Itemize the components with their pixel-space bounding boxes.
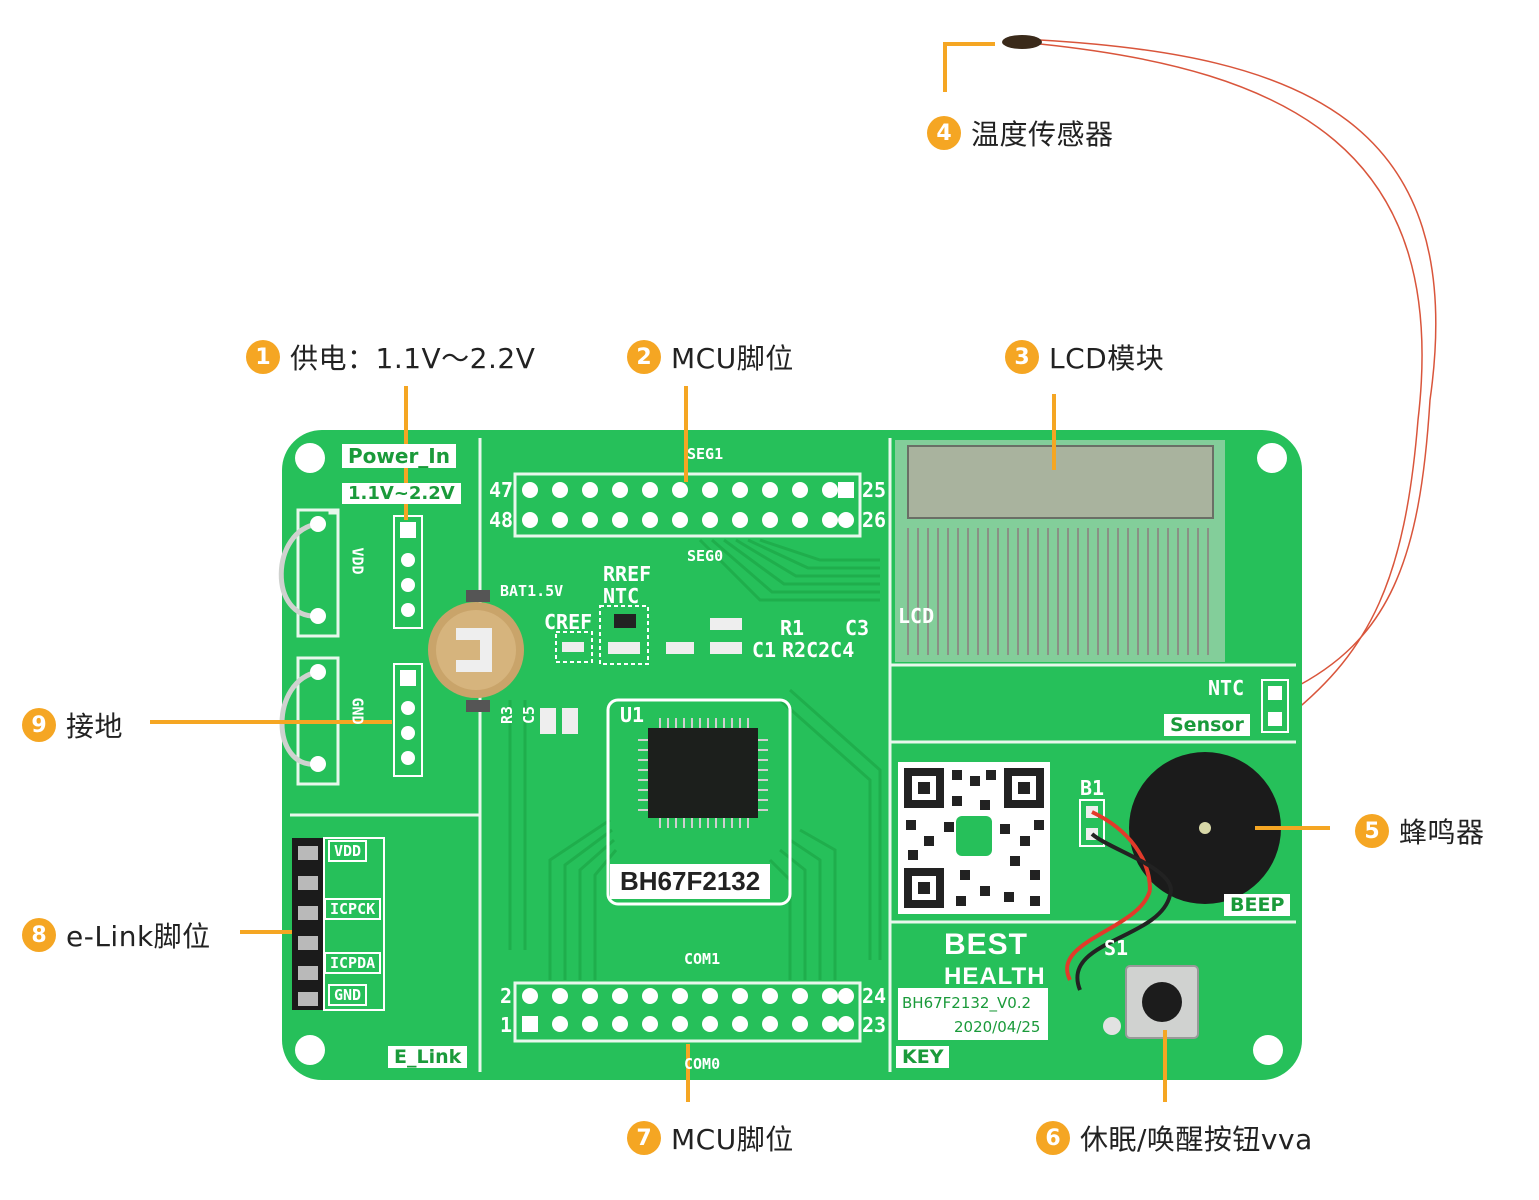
lcd-label: LCD [898, 604, 935, 628]
power-header [278, 515, 423, 777]
c3-label: C3 [845, 616, 870, 640]
callout-text: 蜂鸣器 [1399, 816, 1485, 849]
r3-label: R3 [498, 705, 517, 725]
sensor-wire [1039, 43, 1423, 716]
ntc-r-label: NTC [603, 584, 640, 608]
rref-label: RREF [603, 562, 652, 586]
mcu-header-top [522, 482, 854, 528]
pin-24-label: 24 [862, 984, 887, 1008]
sensor-wire [1039, 39, 1437, 691]
pin-1-label: 1 [500, 1013, 513, 1037]
tactile-switch [1103, 965, 1199, 1039]
c5-label: C5 [520, 705, 539, 725]
power-in-label: Power_In [342, 444, 456, 468]
callout-text: MCU脚位 [671, 1123, 794, 1156]
callout-number: 9 [22, 708, 56, 742]
callout-number: 2 [627, 340, 661, 374]
buzzer [1065, 752, 1281, 991]
ntc-pads [1261, 679, 1289, 733]
mounting-hole [1253, 1035, 1283, 1065]
seg1-label: SEG1 [687, 445, 724, 463]
callout-number: 3 [1005, 340, 1039, 374]
e-link-vdd-label: VDD [328, 840, 368, 862]
brand-health: HEALTH [944, 963, 1046, 990]
callout-temp-sensor: 4 温度传感器 [927, 113, 1114, 153]
pin-26-label: 26 [862, 508, 887, 532]
voltage-label: 1.1V~2.2V [342, 483, 461, 504]
sensor-label: Sensor [1164, 714, 1250, 736]
key-label: KEY [896, 1046, 950, 1068]
pin-25-label: 25 [862, 478, 887, 502]
pin-48-label: 48 [489, 508, 514, 532]
vdd-label: VDD [348, 547, 367, 575]
qr-code [898, 762, 1050, 914]
version-plate [898, 988, 1048, 1040]
callout-ground: 9 接地 [22, 705, 123, 745]
callout-text: 温度传感器 [971, 118, 1114, 151]
gnd-label: GND [348, 697, 367, 725]
lcd-module [895, 440, 1225, 662]
board-date: 2020/04/25 [954, 1018, 1041, 1036]
mounting-hole [1257, 443, 1287, 473]
mounting-hole [295, 1035, 325, 1065]
battery-holder [428, 590, 524, 712]
callout-number: 5 [1355, 814, 1389, 848]
temperature-probe [1002, 35, 1042, 49]
callout-text: MCU脚位 [671, 342, 794, 375]
mcu-chip [638, 718, 768, 828]
com0-label: COM0 [684, 1055, 721, 1073]
mounting-hole [295, 443, 325, 473]
r1-label: R1 [780, 616, 805, 640]
callout-number: 7 [627, 1121, 661, 1155]
e-link-icpda-label: ICPDA [324, 952, 382, 974]
cref-label: CREF [544, 610, 593, 634]
e-link-header [292, 837, 385, 1011]
smd-components [540, 605, 742, 734]
callout-number: 6 [1036, 1121, 1070, 1155]
mcu-header-bottom [522, 988, 854, 1032]
e-link-gnd-label: GND [328, 984, 368, 1006]
e-link-icpck-label: ICPCK [324, 898, 382, 920]
pin-47-label: 47 [489, 478, 514, 502]
seg0-label: SEG0 [687, 547, 724, 565]
callout-buzzer: 5 蜂鸣器 [1355, 811, 1485, 851]
callout-text: e-Link脚位 [66, 920, 211, 953]
ntc-label: NTC [1208, 676, 1245, 700]
callout-text: 休眠/唤醒按钮vva [1080, 1123, 1313, 1156]
callout-number: 8 [22, 918, 56, 952]
callout-e-link: 8 e-Link脚位 [22, 915, 211, 955]
board-version: BH67F2132_V0.2 [902, 994, 1032, 1012]
brand-best: BEST [944, 928, 1029, 961]
battery-label: BAT1.5V [500, 582, 564, 600]
callout-button: 6 休眠/唤醒按钮vva [1036, 1118, 1313, 1158]
callout-mcu-bottom: 7 MCU脚位 [627, 1118, 794, 1158]
r2c2c4-label: R2C2C4 [782, 638, 855, 662]
chip-model-label: BH67F2132 [610, 864, 771, 899]
callout-text: LCD模块 [1049, 342, 1165, 375]
pin-2-label: 2 [500, 984, 513, 1008]
callout-number: 1 [246, 340, 280, 374]
callout-text: 供电：1.1V～2.2V [290, 342, 536, 375]
callout-mcu-top: 2 MCU脚位 [627, 337, 794, 377]
callout-lcd: 3 LCD模块 [1005, 337, 1164, 377]
c1-label: C1 [752, 638, 777, 662]
callout-number: 4 [927, 116, 961, 150]
callout-text: 接地 [66, 710, 124, 743]
u1-label: U1 [620, 703, 645, 727]
beep-label: BEEP [1224, 894, 1291, 916]
e-link-label: E_Link [388, 1046, 468, 1068]
callout-power: 1 供电：1.1V～2.2V [246, 337, 535, 377]
b1-label: B1 [1080, 776, 1105, 800]
com1-label: COM1 [684, 950, 721, 968]
pcb-traces [508, 538, 882, 980]
pin-23-label: 23 [862, 1013, 887, 1037]
chip-outline [606, 698, 792, 906]
s1-label: S1 [1104, 936, 1129, 960]
